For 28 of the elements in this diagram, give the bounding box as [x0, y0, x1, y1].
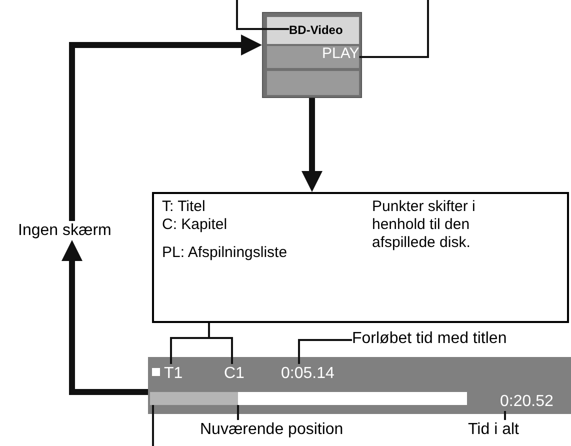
arrow [62, 240, 148, 395]
leader-line [208, 323, 233, 364]
status-bar [148, 357, 571, 414]
menu-heading: BD-Video [289, 23, 343, 38]
callout-text: Tid i alt [468, 420, 519, 439]
leader-line [504, 411, 506, 420]
state-text: Ingen skærm [18, 221, 112, 240]
note-text: C: Kapitel [162, 216, 228, 234]
chapter-number: C1 [224, 364, 244, 383]
menu-panel [262, 12, 362, 98]
arrow [302, 98, 322, 192]
callout-text: Forløbet tid med titlen [352, 329, 507, 348]
leader-line [359, 0, 429, 58]
note-text: PL: Afspilningsliste [162, 244, 288, 262]
title-number: T1 [164, 364, 183, 383]
leader-line [237, 405, 239, 420]
time-text: 0:05.14 [281, 364, 334, 383]
leader-line [236, 0, 289, 30]
note-text: Punkter skifter i henhold til den afspillede disk. [372, 198, 476, 252]
time-text: 0:20.52 [500, 392, 554, 411]
menu-item: PLAY [322, 45, 360, 63]
arrow [69, 34, 262, 221]
info-box [152, 192, 569, 323]
callout-text: Nuværende position [200, 420, 344, 439]
progress-bar [150, 392, 467, 405]
leader-line [298, 339, 352, 364]
note-text: T: Titel [162, 198, 206, 216]
leader-line [152, 405, 154, 446]
